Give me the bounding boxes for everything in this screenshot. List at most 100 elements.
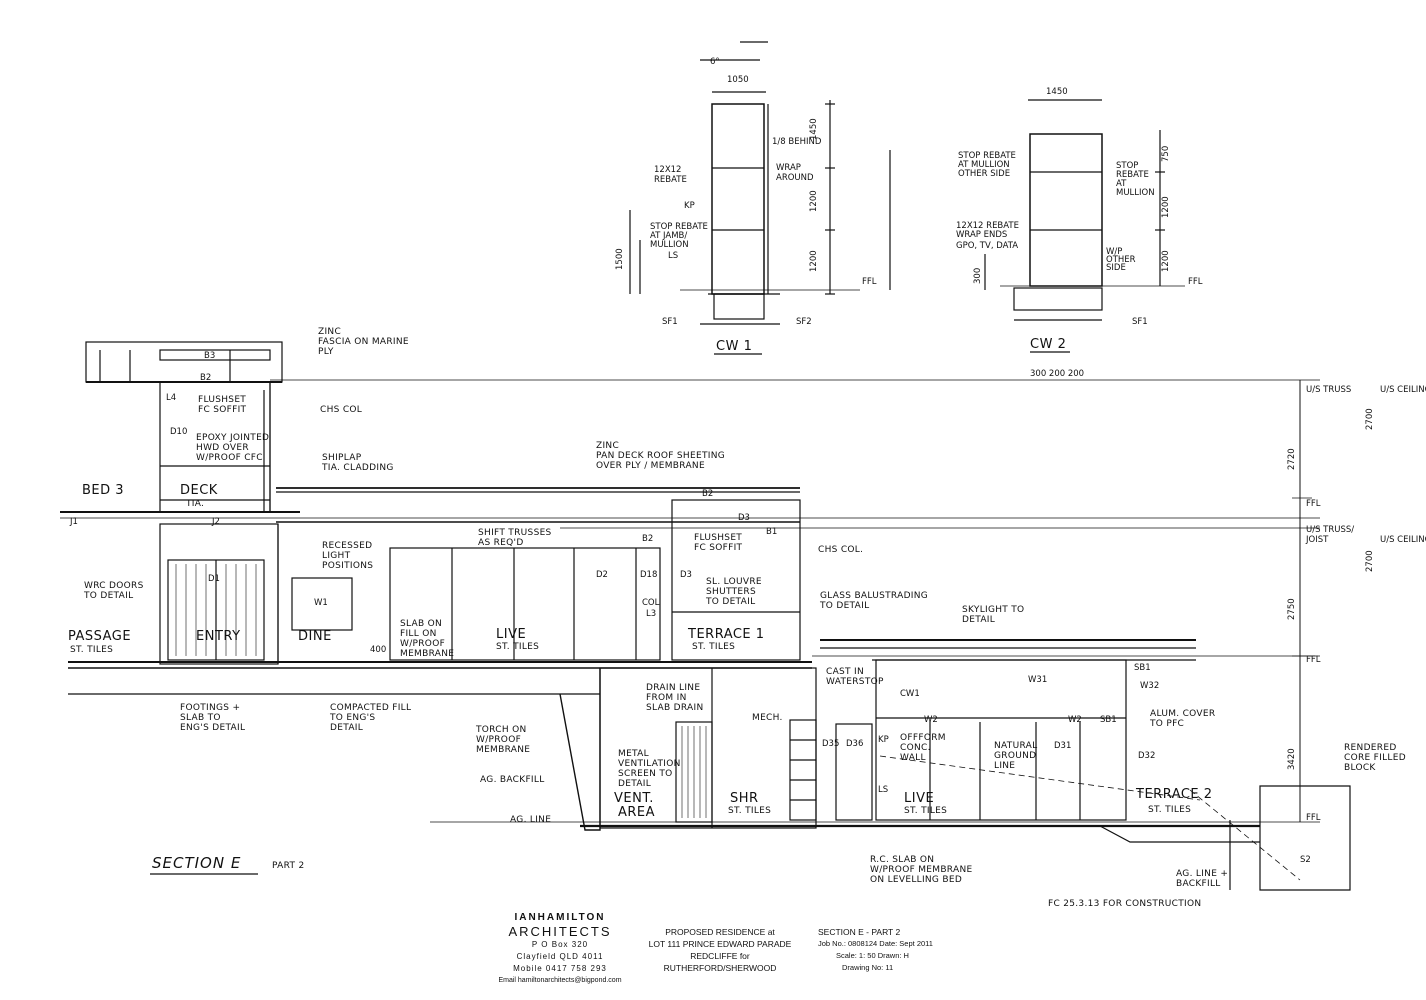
element-tags: B3 B2 L4 D10 J1 J2 D1 W1 D2 D18 D3 D3 B2… [69, 351, 1311, 865]
tag-cw1: CW1 [900, 689, 920, 699]
title-block-sheet: SECTION E - PART 2 Job No.: 0808124 Date… [818, 926, 958, 974]
level-ffl-3: FFL [1306, 813, 1321, 823]
cw1-dim-1200a: 1200 [809, 190, 819, 212]
note-ag-line: AG. LINE [510, 815, 551, 825]
cw1-dim-1450: 1450 [809, 118, 819, 140]
room-live: LIVE [496, 627, 526, 642]
room-deck-sub: TIA. [185, 499, 204, 509]
tag-d35: D35 [822, 739, 839, 749]
cw2-dim-1200a: 1200 [1161, 196, 1171, 218]
cw2-wrap-2: WRAP ENDS [956, 230, 1007, 240]
note-footings-3: ENG'S DETAIL [180, 723, 245, 733]
cw1-stop-1: STOP REBATE [650, 222, 708, 232]
room-bed3: BED 3 [82, 483, 124, 498]
room-shr-sub: ST. TILES [728, 806, 771, 816]
room-vent-area: AREA [618, 805, 655, 820]
note-ag-line2-1: AG. LINE + [1176, 869, 1228, 879]
note-metal-vent-4: DETAIL [618, 779, 651, 789]
cw2-frame [1029, 133, 1103, 287]
firm-email: Email hamiltonarchitects@bigpond.com [498, 977, 622, 984]
tag-col: COL [642, 598, 660, 608]
cw2-stop-left-2: AT MULLION [958, 160, 1010, 170]
note-recessed-3: POSITIONS [322, 561, 373, 571]
cw2-stop-right-1: STOP [1116, 161, 1138, 171]
note-metal-vent-2: VENTILATION [618, 759, 681, 769]
firm-address-1: P O Box 320 [531, 940, 589, 949]
note-metal-vent-3: SCREEN TO [618, 769, 673, 779]
cw2-wrap-1: 12X12 REBATE [956, 221, 1019, 231]
project-line-3: REDCLIFFE for [690, 951, 750, 961]
note-natural-3: LINE [994, 761, 1015, 771]
note-wrc-1: WRC DOORS [84, 581, 144, 591]
cw1-rebate-1: 12X12 [654, 165, 681, 175]
level-us-truss-joist-1: U/S TRUSS/ [1306, 525, 1354, 535]
note-louvre-1: SL. LOUVRE [706, 577, 762, 587]
note-rc-slab-1: R.C. SLAB ON [870, 855, 934, 865]
tag-sb1b: SB1 [1100, 715, 1117, 725]
note-drain-1: DRAIN LINE [646, 683, 700, 693]
sheet-title: SECTION E - PART 2 [818, 927, 901, 937]
section-title-part: PART 2 [272, 861, 305, 871]
dim-2720: 2720 [1287, 448, 1297, 470]
live-sliding-doors [389, 547, 661, 661]
note-wrc-2: TO DETAIL [83, 591, 133, 601]
cw2-wp-2: OTHER [1106, 255, 1136, 265]
tag-b2b: B2 [702, 489, 713, 499]
note-slab-4: MEMBRANE [400, 649, 454, 659]
cw1-width: 1050 [727, 75, 749, 85]
title-block-project: PROPOSED RESIDENCE at LOT 111 PRINCE EDW… [640, 926, 800, 974]
cw1-note-2: WRAP [776, 163, 801, 173]
note-flushset-2: FC SOFFIT [198, 405, 247, 415]
note-zinc-roof-1: ZINC [596, 441, 619, 451]
cw1-note-1: 1/8 BEHIND [772, 137, 822, 147]
note-footings-2: SLAB TO [180, 713, 221, 723]
note-alum-1: ALUM. COVER [1150, 709, 1215, 719]
note-metal-vent-1: METAL [618, 749, 649, 759]
tag-j1: J1 [69, 517, 78, 527]
cw1-dim-1200b: 1200 [809, 250, 819, 272]
room-deck: DECK [180, 483, 218, 498]
cw2-title: CW 2 [1030, 337, 1066, 352]
room-terrace1-sub: ST. TILES [692, 642, 735, 652]
room-shr: SHR [730, 791, 759, 806]
level-us-truss-joist-2: JOIST [1305, 535, 1329, 545]
note-rc-slab-3: ON LEVELLING BED [870, 875, 962, 885]
dim-2700a: 2700 [1365, 408, 1375, 430]
sheet-scale: Scale: 1: 50 Drawn: H [836, 951, 909, 960]
room-terrace2-sub: ST. TILES [1148, 805, 1191, 815]
cw1-frame [711, 103, 765, 295]
note-natural-1: NATURAL [994, 741, 1037, 751]
note-flushset-1: FLUSHSET [198, 395, 246, 405]
note-skylight-1: SKYLIGHT TO [962, 605, 1024, 615]
cw1-title: CW 1 [716, 339, 752, 354]
note-flushset2-2: FC SOFFIT [694, 543, 743, 553]
cw2-gpo: GPO, TV, DATA [956, 241, 1018, 251]
note-alum-2: TO PFC [1149, 719, 1184, 729]
level-ffl-2: FFL [1306, 655, 1321, 665]
cw2-sill [1013, 287, 1103, 311]
note-louvre-2: SHUTTERS [706, 587, 756, 597]
room-live-sub: ST. TILES [496, 642, 539, 652]
cw1-stop-2: AT JAMB/ [650, 231, 687, 241]
note-rc-slab-2: W/PROOF MEMBRANE [870, 865, 972, 875]
cw2-sf1: SF1 [1132, 317, 1148, 327]
cw2-dim-1200b: 1200 [1161, 250, 1171, 272]
room-passage-sub: ST. TILES [70, 645, 113, 655]
cw2-stop-right-4: MULLION [1116, 188, 1155, 198]
tag-sb1: SB1 [1134, 663, 1151, 673]
tag-d18: D18 [640, 570, 657, 580]
tag-w32: W32 [1140, 681, 1159, 691]
note-shiplap-1: SHIPLAP [322, 453, 362, 463]
tag-w2b: W2 [1068, 715, 1082, 725]
note-ag-backfill: AG. BACKFILL [480, 775, 545, 785]
lower-floor [559, 639, 1351, 891]
upper-floor [68, 487, 812, 695]
cw2-stop-right-2: REBATE [1116, 170, 1149, 180]
dine-window [291, 577, 353, 631]
project-line-1: PROPOSED RESIDENCE at [665, 927, 775, 937]
note-torch-2: W/PROOF [476, 735, 521, 745]
dim-2700b: 2700 [1365, 550, 1375, 572]
section-title: SECTION E PART 2 [152, 854, 305, 872]
cw2-stop-left-1: STOP REBATE [958, 151, 1016, 161]
room-dine: DINE [298, 629, 332, 644]
